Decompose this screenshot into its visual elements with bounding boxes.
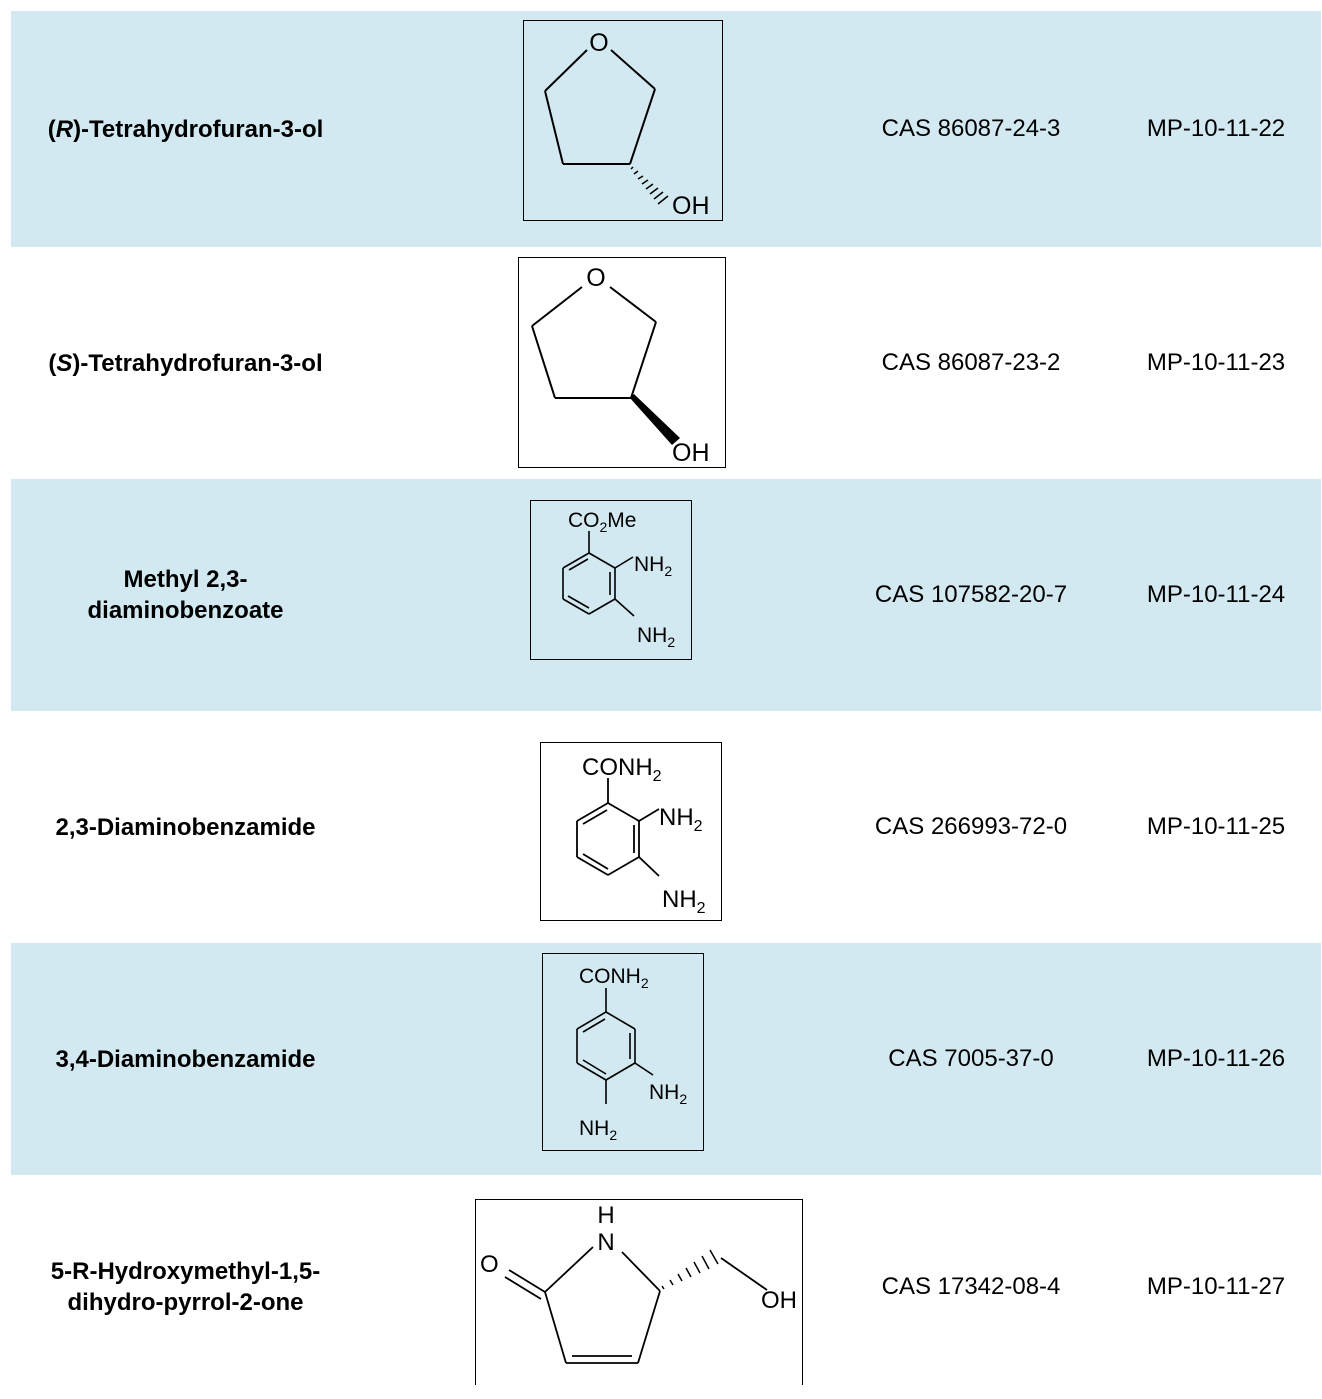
table-row: 2,3-Diaminobenzamide CONH2 [11, 711, 1321, 943]
structure-diagram: O OH [544, 29, 710, 220]
atom-label: CONH2 [582, 754, 662, 785]
catalog-id: MP-10-11-27 [1146, 1273, 1286, 1300]
structure-diagram: CONH2 NH2 NH2 [576, 754, 706, 917]
atom-label: O [586, 264, 605, 292]
atom-label: OH [672, 439, 710, 467]
table-row: (S)-Tetrahydrofuran-3-ol O OH CAS 86087-… [11, 247, 1321, 479]
atom-label: O [589, 29, 608, 57]
atom-label: CO2Me [568, 509, 636, 535]
structure-diagram: CONH2 NH2 NH2 [576, 965, 687, 1143]
atom-label: N [597, 1229, 614, 1256]
cas-number: CAS 86087-24-3 [881, 115, 1061, 142]
table-row: 5-R-Hydroxymethyl-1,5-dihydro-pyrrol-2-o… [11, 1175, 1321, 1385]
compound-name: (R)-Tetrahydrofuran-3-ol [47, 115, 324, 143]
cas-number: CAS 107582-20-7 [874, 581, 1068, 608]
catalog-id: MP-10-11-26 [1146, 1045, 1286, 1072]
cas-number: CAS 17342-08-4 [881, 1273, 1061, 1300]
structure-diagram: CO2Me NH2 NH2 [562, 509, 675, 650]
structure-frame: CONH2 NH2 NH2 [540, 742, 722, 921]
atom-label: H [597, 1202, 614, 1229]
catalog-id: MP-10-11-25 [1146, 813, 1286, 840]
catalog-id: MP-10-11-23 [1146, 349, 1286, 376]
atom-label: OH [672, 192, 710, 220]
structure-diagram: O OH [531, 264, 710, 467]
catalog-id: MP-10-11-22 [1146, 115, 1286, 142]
compound-name: (S)-Tetrahydrofuran-3-ol [48, 349, 323, 377]
catalog-id: MP-10-11-24 [1146, 581, 1286, 608]
table-row: Methyl 2,3-diaminobenzoate [11, 479, 1321, 711]
compound-name: Methyl 2,3-diaminobenzoate [87, 566, 284, 624]
structure-frame: O OH [518, 257, 726, 468]
compound-name: 3,4-Diaminobenzamide [55, 1045, 316, 1073]
atom-label: OH [761, 1287, 797, 1314]
atom-label: NH2 [649, 1081, 687, 1107]
structure-frame: H N O OH [475, 1199, 803, 1385]
cas-number: CAS 7005-37-0 [888, 1045, 1054, 1072]
cas-number: CAS 86087-23-2 [881, 349, 1061, 376]
compound-name: 5-R-Hydroxymethyl-1,5-dihydro-pyrrol-2-o… [50, 1258, 321, 1316]
atom-label: NH2 [659, 804, 703, 835]
atom-label: NH2 [662, 886, 706, 917]
atom-label: NH2 [579, 1117, 617, 1143]
table-row: (R)-Tetrahydrofuran-3-ol [11, 11, 1321, 247]
structure-diagram: H N O OH [480, 1202, 797, 1364]
table-row: 3,4-Diaminobenzamide CONH2 [11, 943, 1321, 1175]
atom-label: O [480, 1251, 499, 1278]
compound-name: 2,3-Diaminobenzamide [55, 813, 316, 841]
structure-frame: CONH2 NH2 NH2 [542, 953, 704, 1151]
atom-label: NH2 [637, 624, 675, 650]
structure-frame: O OH [523, 20, 723, 221]
structure-frame: CO2Me NH2 NH2 [530, 500, 692, 660]
atom-label: CONH2 [579, 965, 649, 991]
atom-label: NH2 [634, 553, 672, 579]
cas-number: CAS 266993-72-0 [874, 813, 1068, 840]
